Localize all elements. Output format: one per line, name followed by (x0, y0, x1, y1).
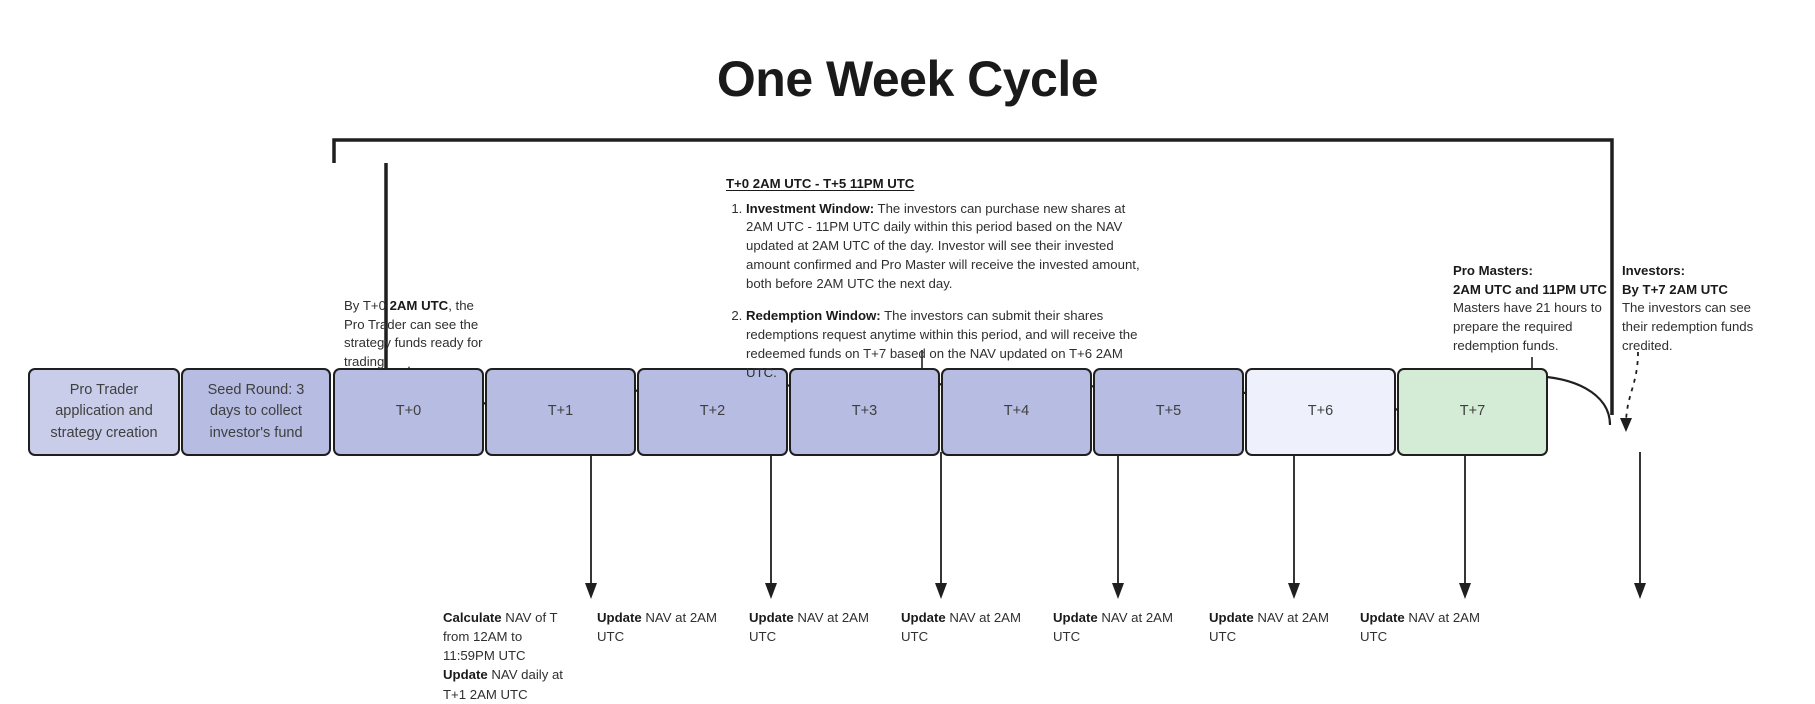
diagram-canvas: One Week Cycle (0, 0, 1815, 686)
timeline-box-t-7: T+7 (1397, 368, 1548, 456)
annotation-left-prefix: By T+0 (344, 298, 390, 313)
timeline-box-label: T+0 (395, 403, 422, 420)
timeline-box-label: Seed Round: 3 days to collect investor's… (207, 382, 305, 441)
investors-line1: Investors: (1622, 263, 1686, 278)
nav-note-text: NAV at 2AM UTC (1053, 610, 1173, 645)
page-title: One Week Cycle (716, 51, 1099, 107)
nav-note-action: Update (901, 610, 946, 625)
nav-arrows (585, 452, 1646, 599)
nav-note-text: NAV at 2AM UTC (1360, 610, 1480, 645)
window-heading: T+0 2AM UTC - T+5 11PM UTC (726, 176, 915, 191)
nav-note-text: NAV at 2AM UTC (597, 610, 717, 645)
nav-note-text: NAV at 2AM UTC (749, 610, 869, 645)
window-item-title: Redemption Window: (746, 308, 881, 324)
timeline-box-label: T+6 (1307, 403, 1334, 420)
nav-note-text: NAV at 2AM UTC (901, 610, 1021, 645)
investors-line3: The investors can see their redemption f… (1622, 300, 1754, 353)
annotation-left-suffix: , the Pro Trader can see the strategy fu… (344, 298, 483, 370)
nav-note-action: Update (597, 610, 642, 625)
timeline-box-t-6: T+6 (1245, 368, 1396, 456)
timeline-box-t-2: T+2 (637, 368, 788, 456)
top-bracket (332, 138, 1614, 163)
timeline-box-label: T+2 (699, 403, 726, 420)
annotation-investment-window: T+0 2AM UTC - T+5 11PM UTC Investment Wi… (726, 175, 1146, 382)
window-item-list: Investment Window: The investors can pur… (726, 200, 1146, 383)
investors-dashed-leader (1625, 351, 1639, 426)
nav-note-5: Update NAV at 2AM UTC (1053, 608, 1203, 646)
timeline-box-seed-round-3-days-to-collect-investor-s-fund: Seed Round: 3 days to collect investor's… (181, 368, 331, 456)
timeline-box-label: T+3 (851, 403, 878, 420)
annotation-pro-masters: Pro Masters: 2AM UTC and 11PM UTC Master… (1453, 262, 1613, 356)
window-item-2: Redemption Window: The investors can sub… (746, 307, 1146, 382)
nav-note-action: Update (1360, 610, 1405, 625)
annotation-investors: Investors: By T+7 2AM UTC The investors … (1622, 262, 1772, 356)
nav-note-6: Update NAV at 2AM UTC (1209, 608, 1359, 646)
nav-note-action: Update (1053, 610, 1098, 625)
nav-note-2: Update NAV at 2AM UTC (597, 608, 747, 646)
timeline-box-label: Pro Trader application and strategy crea… (50, 382, 158, 441)
pro-masters-line2: 2AM UTC and 11PM UTC (1453, 281, 1607, 297)
timeline-box-label: T+5 (1155, 403, 1182, 420)
nav-note-action: Calculate (443, 610, 502, 625)
timeline-box-pro-trader-application-and-strategy-creation: Pro Trader application and strategy crea… (28, 368, 180, 456)
timeline-box-t-1: T+1 (485, 368, 636, 456)
pro-masters-line1: Pro Masters: (1453, 263, 1533, 278)
annotation-left-bold: 2AM UTC (389, 298, 449, 313)
nav-note-1: Calculate NAV of T from 12AM to 11:59PM … (443, 608, 573, 704)
annotation-left: By T+0 2AM UTC, the Pro Trader can see t… (344, 297, 494, 372)
timeline-box-t-5: T+5 (1093, 368, 1244, 456)
timeline-box-t-4: T+4 (941, 368, 1092, 456)
window-item-text: The investors can submit their shares re… (746, 308, 1138, 380)
nav-note-text: NAV at 2AM UTC (1209, 610, 1329, 645)
nav-note-action: Update (749, 610, 794, 625)
pro-masters-line3: Masters have 21 hours to prepare the req… (1453, 300, 1602, 353)
window-item-title: Investment Window: (746, 200, 875, 216)
nav-note-action: Update (1209, 610, 1254, 625)
investors-arrowhead (1620, 418, 1632, 432)
timeline-box-label: T+1 (547, 403, 574, 420)
nav-note-3: Update NAV at 2AM UTC (749, 608, 899, 646)
nav-note-4: Update NAV at 2AM UTC (901, 608, 1051, 646)
timeline-box-t-0: T+0 (333, 368, 484, 456)
nav-note-7: Update NAV at 2AM UTC (1360, 608, 1510, 646)
investors-line2: By T+7 2AM UTC (1622, 281, 1728, 297)
window-item-1: Investment Window: The investors can pur… (746, 200, 1146, 294)
nav-note-text: NAV of T from 12AM to 11:59PM UTC (443, 610, 558, 664)
window-item-text: The investors can purchase new shares at… (746, 200, 1140, 291)
timeline-box-label: T+7 (1459, 403, 1486, 420)
nav-note-action-2: Update (443, 667, 488, 683)
timeline-box-t-3: T+3 (789, 368, 940, 456)
timeline-box-label: T+4 (1003, 403, 1030, 420)
